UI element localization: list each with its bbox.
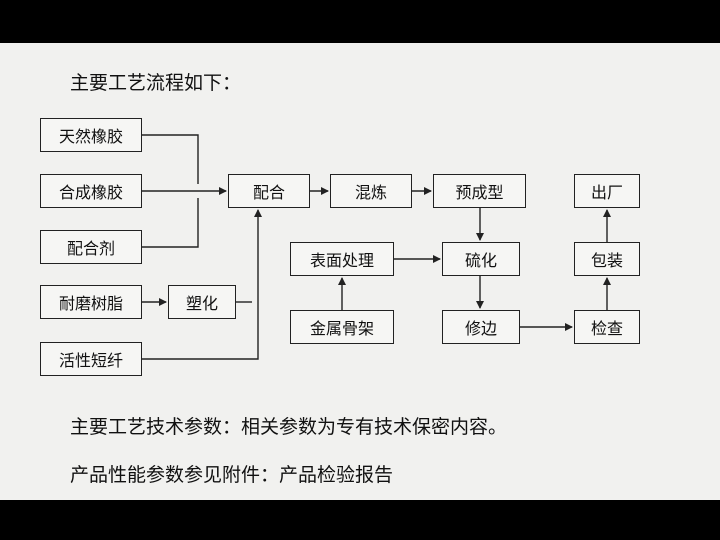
metal-skeleton-box: 金属骨架 <box>290 310 394 344</box>
report-heading: 产品性能参数参见附件：产品检验报告 <box>70 464 394 486</box>
connector-compounding-agent <box>142 198 199 248</box>
preforming-box: 预成型 <box>433 174 526 208</box>
compounding-agent-box: 配合剂 <box>40 230 142 264</box>
connector-natural-rubber <box>142 134 199 184</box>
synthetic-rubber-box: 合成橡胶 <box>40 174 142 208</box>
compound-box: 配合 <box>228 174 310 208</box>
packaging-box: 包装 <box>574 242 640 276</box>
vulcanization-box: 硫化 <box>442 242 520 276</box>
params-heading: 主要工艺技术参数：相关参数为专有技术保密内容。 <box>70 416 508 438</box>
natural-rubber-box: 天然橡胶 <box>40 118 142 152</box>
surface-treatment-box: 表面处理 <box>290 242 394 276</box>
mixing-box: 混炼 <box>330 174 412 208</box>
flow-heading: 主要工艺流程如下： <box>70 72 242 94</box>
trimming-box: 修边 <box>442 310 520 344</box>
inspection-box: 检查 <box>574 310 640 344</box>
active-fiber-box: 活性短纤 <box>40 342 142 376</box>
connector-active-fiber <box>142 209 262 360</box>
wear-resin-box: 耐磨树脂 <box>40 285 142 319</box>
plasticize-box: 塑化 <box>168 285 236 319</box>
factory-out-box: 出厂 <box>574 174 640 208</box>
